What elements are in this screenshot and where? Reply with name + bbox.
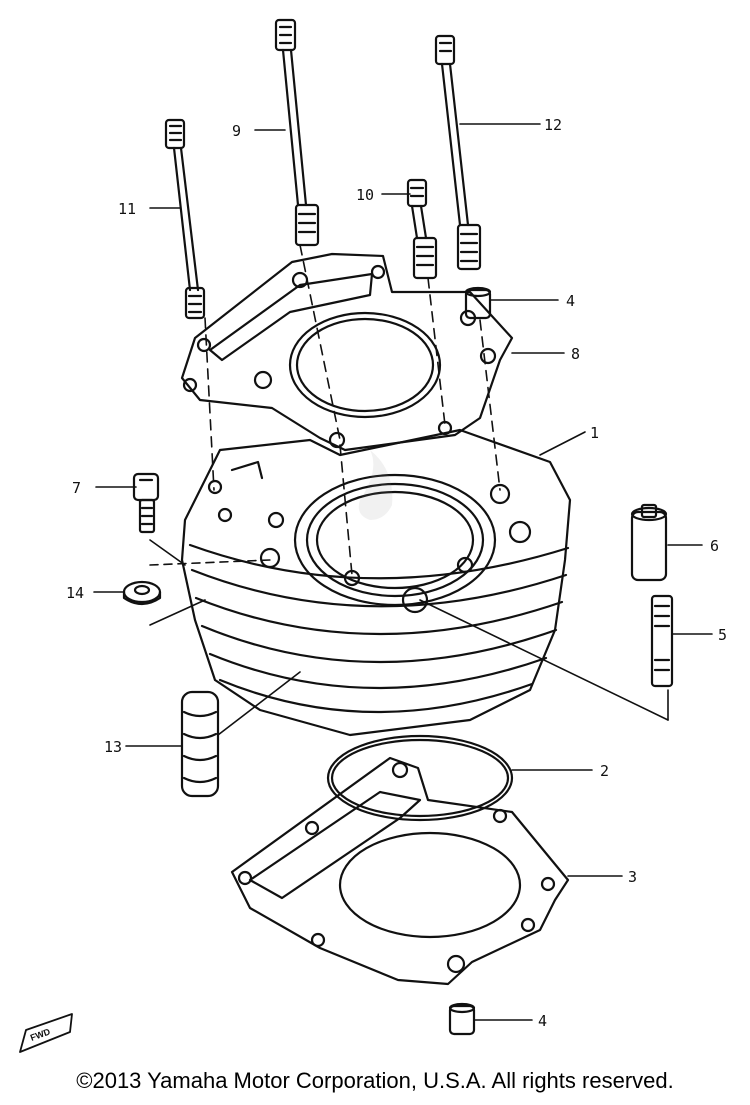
stud-bolt-12 [434,34,482,271]
callout-2: 2 [600,762,609,780]
callout-labels: 11 9 10 12 4 8 1 7 6 5 14 13 2 3 4 [66,116,727,1030]
callout-8: 8 [571,345,580,363]
stud-bolt-11 [164,118,206,320]
dowel-pin-4-bottom [448,1002,476,1036]
callout-6: 6 [710,537,719,555]
callout-14: 14 [66,584,84,602]
callout-5: 5 [718,626,727,644]
cylinder-1 [180,428,572,737]
callout-3: 3 [628,868,637,886]
fwd-arrow-icon [19,1013,73,1053]
pin-6 [630,503,668,582]
copyright-notice: ©2013 Yamaha Motor Corporation, U.S.A. A… [76,1068,674,1093]
head-gasket-8 [180,252,514,452]
base-gasket-3 [230,756,570,986]
callout-9: 9 [232,122,241,140]
bolt-7 [132,472,160,534]
callout-4-bottom: 4 [538,1012,547,1030]
washer-14 [122,580,162,606]
leader-lines [93,123,713,1021]
stud-5 [650,594,674,688]
callout-4-top: 4 [566,292,575,310]
callout-12: 12 [544,116,562,134]
callout-13: 13 [104,738,122,756]
o-ring-2 [326,734,514,822]
callout-1: 1 [590,424,599,442]
callout-10: 10 [356,186,374,204]
callout-7: 7 [72,479,81,497]
stud-bolt-10 [406,178,438,280]
watermark-logo-icon [358,450,393,520]
callout-11: 11 [118,200,136,218]
alignment-lines [204,244,501,576]
sleeve-13 [180,690,220,798]
stud-bolt-9 [274,18,320,247]
parts-diagram: FWD 11 9 10 12 4 8 1 7 6 5 14 13 2 3 4 [19,18,727,1053]
